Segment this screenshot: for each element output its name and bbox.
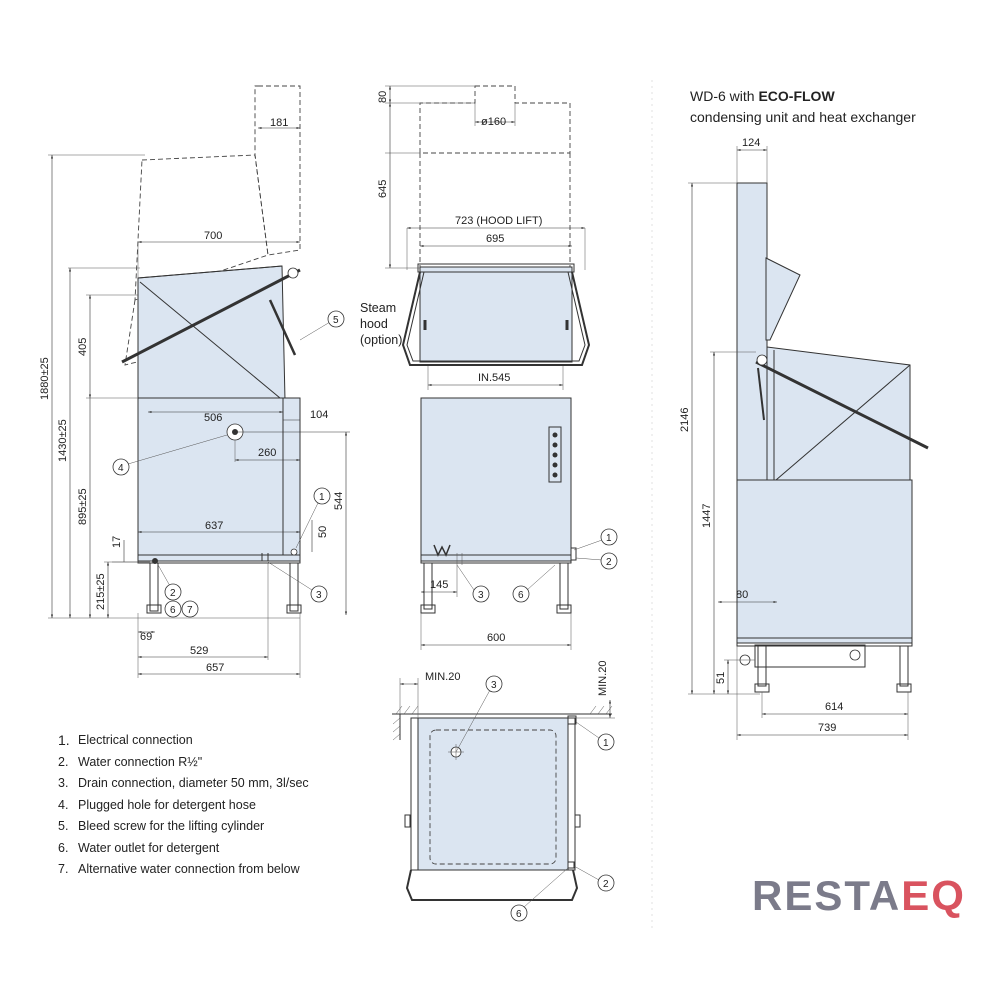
steam-hood-label: Steam hood (option) bbox=[360, 300, 402, 348]
legend-num: 7. bbox=[58, 862, 69, 876]
dim-17: 17 bbox=[111, 536, 123, 548]
brand-part2: EQ bbox=[901, 872, 966, 919]
legend-item: 2. Water connection R½" bbox=[58, 752, 388, 774]
dim-min20-b: MIN.20 bbox=[597, 661, 609, 696]
callout-7: 7 bbox=[187, 605, 193, 616]
callout-5: 5 bbox=[333, 315, 339, 326]
callout-2: 2 bbox=[170, 588, 176, 599]
model-subtitle: condensing unit and heat exchanger bbox=[690, 109, 916, 125]
dim-50: 50 bbox=[317, 526, 329, 538]
top-view: MIN.20 MIN.20 3 1 2 6 bbox=[392, 661, 615, 922]
dim-645: 645 bbox=[377, 180, 389, 198]
model-bold: ECO-FLOW bbox=[758, 88, 835, 104]
eco-flow-view: 124 2146 1447 80 51 614 739 bbox=[679, 137, 929, 740]
steam-hood-line1: Steam bbox=[360, 301, 397, 315]
callout-4: 4 bbox=[118, 463, 124, 474]
legend: 1. Electrical connection 2. Water connecti… bbox=[58, 730, 388, 881]
dim-215: 215±25 bbox=[95, 573, 107, 610]
dim-657: 657 bbox=[206, 662, 224, 674]
legend-item: 7. Alternative water connection from belo… bbox=[58, 859, 388, 881]
legend-item: 1. Electrical connection bbox=[58, 730, 388, 752]
legend-text: Plugged hole for detergent hose bbox=[78, 797, 256, 812]
callout-2-top: 2 bbox=[603, 879, 609, 890]
callout-6-front: 6 bbox=[518, 590, 524, 601]
dim-637: 637 bbox=[205, 520, 223, 532]
callout-3: 3 bbox=[316, 590, 322, 601]
dim-51: 51 bbox=[715, 672, 727, 684]
dim-181: 181 bbox=[270, 117, 288, 129]
dim-544: 544 bbox=[333, 492, 345, 510]
brand-logo: RESTAEQ bbox=[752, 872, 966, 920]
dim-1430: 1430±25 bbox=[57, 419, 69, 462]
legend-item: 5. Bleed screw for the lifting cylinder bbox=[58, 816, 388, 838]
side-view: 181 700 506 104 260 544 637 50 17 69 529… bbox=[39, 85, 350, 678]
legend-num: 3. bbox=[58, 776, 69, 790]
steam-hood-line3: (option) bbox=[360, 333, 403, 347]
dim-69: 69 bbox=[140, 631, 152, 643]
callout-6: 6 bbox=[170, 605, 176, 616]
callout-3-top: 3 bbox=[491, 680, 497, 691]
legend-num: 6. bbox=[58, 840, 69, 855]
dim-124: 124 bbox=[742, 137, 760, 149]
model-prefix: WD-6 with bbox=[690, 88, 759, 104]
legend-text: Bleed screw for the lifting cylinder bbox=[78, 819, 265, 833]
dim-1447: 1447 bbox=[701, 504, 713, 528]
steam-hood-line2: hood bbox=[360, 317, 388, 331]
legend-num: 1. bbox=[58, 732, 70, 748]
callout-6-top: 6 bbox=[516, 909, 522, 920]
dim-min20-a: MIN.20 bbox=[425, 671, 460, 683]
callout-1: 1 bbox=[319, 492, 325, 503]
legend-num: 2. bbox=[58, 754, 69, 769]
dim-723: 723 (HOOD LIFT) bbox=[455, 215, 542, 227]
legend-text: Water outlet for detergent bbox=[78, 840, 220, 855]
legend-text: Electrical connection bbox=[78, 733, 193, 747]
dim-600: 600 bbox=[487, 632, 505, 644]
dim-506: 506 bbox=[204, 412, 222, 424]
legend-text: Drain connection, diameter 50 mm, 3l/sec bbox=[78, 776, 309, 790]
callout-2-front: 2 bbox=[606, 557, 612, 568]
dim-104: 104 bbox=[310, 409, 328, 421]
legend-item: 3. Drain connection, diameter 50 mm, 3l/s… bbox=[58, 773, 388, 795]
dim-695: 695 bbox=[486, 233, 504, 245]
legend-num: 4. bbox=[58, 797, 69, 812]
dim-895: 895±25 bbox=[77, 488, 89, 525]
dim-405: 405 bbox=[77, 338, 89, 356]
legend-text: Water connection R½" bbox=[78, 754, 203, 769]
dim-2146: 2146 bbox=[679, 408, 691, 432]
dim-145: 145 bbox=[430, 579, 448, 591]
callout-1-front: 1 bbox=[606, 533, 612, 544]
dim-in545: IN.545 bbox=[478, 372, 510, 384]
dim-700: 700 bbox=[204, 230, 222, 242]
legend-text: Alternative water connection from below bbox=[78, 862, 300, 876]
dim-1880: 1880±25 bbox=[39, 357, 51, 400]
dim-80-eco: 80 bbox=[736, 589, 748, 601]
dim-739: 739 bbox=[818, 722, 836, 734]
legend-item: 4. Plugged hole for detergent hose bbox=[58, 795, 388, 817]
dim-80-front: 80 bbox=[377, 91, 389, 103]
legend-item: 6. Water outlet for detergent bbox=[58, 838, 388, 860]
callout-1-top: 1 bbox=[603, 738, 609, 749]
dim-614: 614 bbox=[825, 701, 843, 713]
legend-num: 5. bbox=[58, 819, 69, 833]
brand-part1: RESTA bbox=[752, 872, 902, 919]
eco-flow-title: WD-6 with ECO-FLOW condensing unit and h… bbox=[690, 86, 916, 128]
front-view: 80 ø160 645 723 (HOOD LIFT) 695 IN.545 1… bbox=[377, 85, 618, 650]
dim-260: 260 bbox=[258, 447, 276, 459]
dim-160: ø160 bbox=[481, 116, 506, 128]
callout-3-front: 3 bbox=[478, 590, 484, 601]
dim-529: 529 bbox=[190, 645, 208, 657]
